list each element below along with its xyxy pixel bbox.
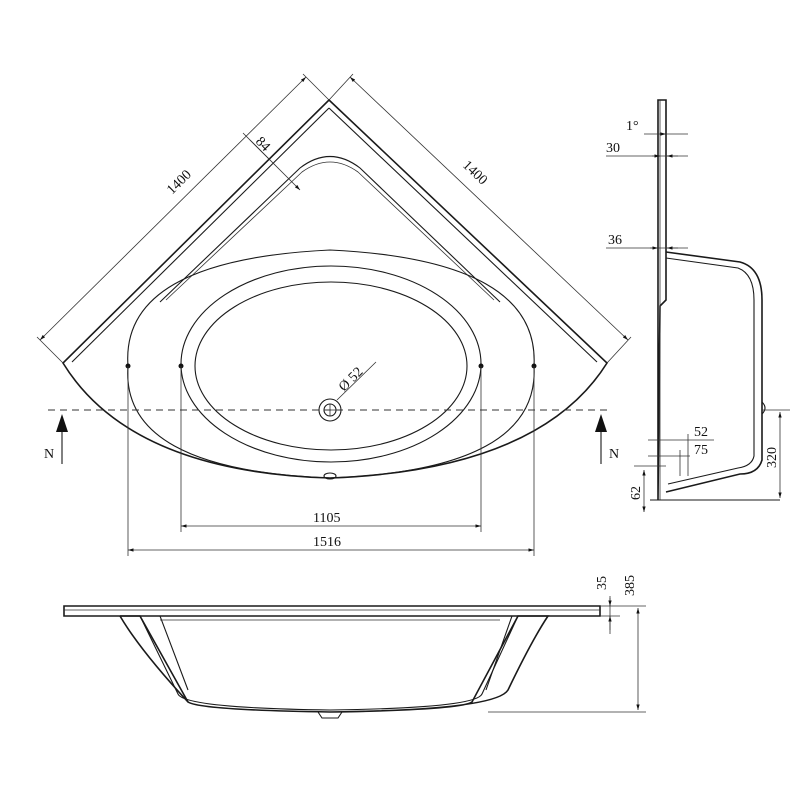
dim-36: 36 [608,233,622,248]
dim-52: 52 [694,425,708,440]
dim-385: 385 [623,575,638,596]
dim-drain-52: Ø 52 [336,365,366,395]
dim-1105: 1105 [313,511,340,526]
side-body [665,251,763,493]
dim-1516: 1516 [313,535,341,550]
bath-body [127,249,535,479]
top-view-rim-line [328,107,598,363]
dim-84: 84 [252,134,273,154]
dim-62: 62 [629,486,644,500]
top-view-deck [159,156,501,303]
basin-outer [180,265,482,463]
side-panel [657,99,667,501]
basin-inner [194,281,468,451]
dim-320: 320 [765,447,780,468]
side-view: 1° 30 36 52 75 62 320 [606,99,790,512]
dim-35: 35 [595,576,610,590]
dim-30: 30 [606,141,620,156]
dim-1400-left: 1400 [164,168,194,198]
section-label-right: N [609,447,619,462]
section-label-left: N [44,447,54,462]
front-view: 35 385 [63,575,646,719]
front-rim [63,605,601,617]
dim-1400-right: 1400 [459,158,490,188]
dim-75: 75 [694,443,708,458]
dim-angle: 1° [626,119,639,134]
top-view: N N 1400 1400 84 Ø 52 1105 1516 [36,73,632,556]
front-body [120,615,550,713]
